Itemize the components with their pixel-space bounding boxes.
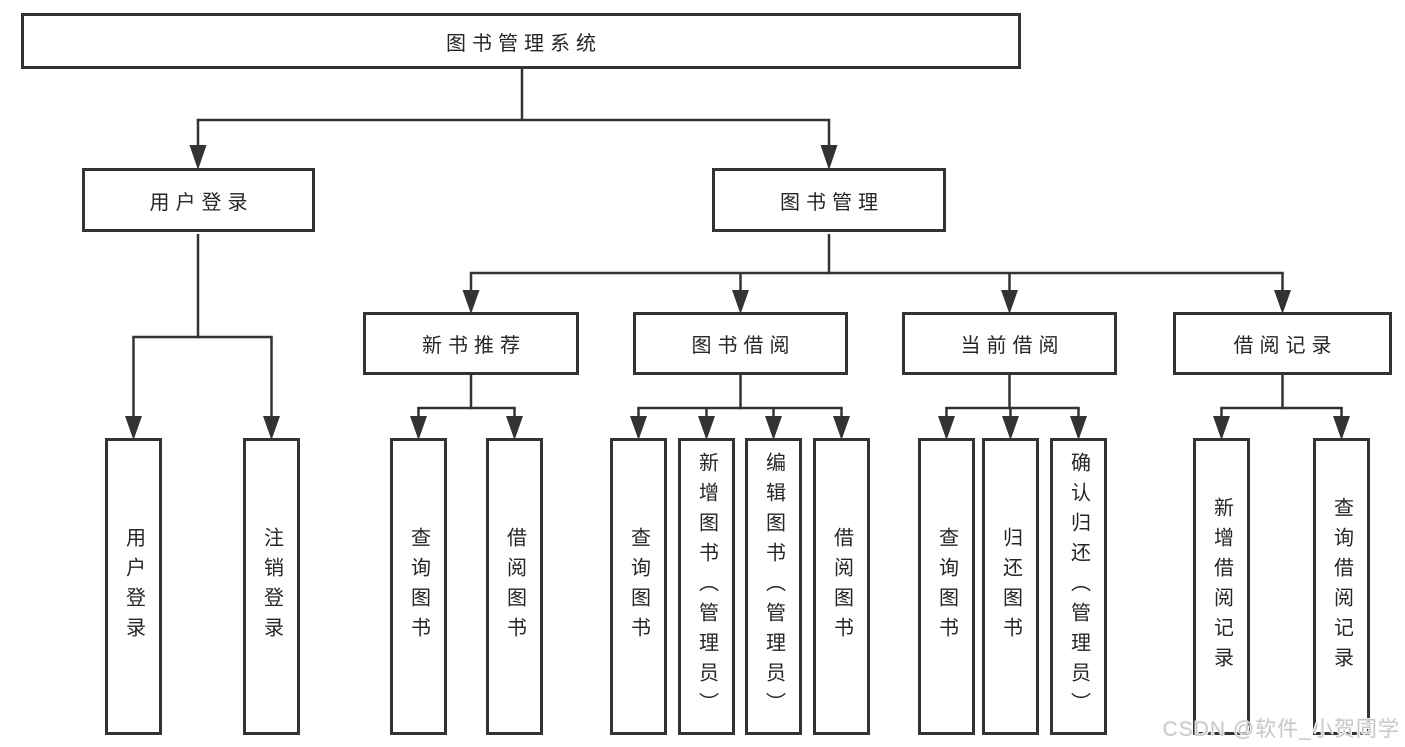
node-book-management: 图书管理 xyxy=(712,168,946,232)
node-current-borrow: 当前借阅 xyxy=(902,312,1117,375)
node-root-system: 图书管理系统 xyxy=(21,13,1021,69)
leaf-label: 新增图书（管理员） xyxy=(695,451,718,722)
leaf-label: 借阅图书 xyxy=(503,526,526,647)
leaf-return-books: 归还图书 xyxy=(982,438,1039,735)
leaf-label: 归还图书 xyxy=(999,526,1022,647)
csdn-watermark: CSDN @软件_小贺同学 xyxy=(1162,718,1400,741)
leaf-query-borrow-record: 查询借阅记录 xyxy=(1313,438,1370,735)
node-label: 图书管理 xyxy=(780,191,884,214)
node-user-login: 用户登录 xyxy=(82,168,315,232)
leaf-borrow-books: 借阅图书 xyxy=(813,438,870,735)
leaf-label: 查询图书 xyxy=(935,526,958,647)
node-book-borrow: 图书借阅 xyxy=(633,312,848,375)
node-borrow-record: 借阅记录 xyxy=(1173,312,1392,375)
leaf-label: 编辑图书（管理员） xyxy=(762,451,785,722)
leaf-add-borrow-record: 新增借阅记录 xyxy=(1193,438,1250,735)
node-label: 用户登录 xyxy=(149,191,254,214)
leaf-query-books-current: 查询图书 xyxy=(918,438,975,735)
leaf-query-books-recommend: 查询图书 xyxy=(390,438,447,735)
leaf-label: 查询借阅记录 xyxy=(1330,496,1353,677)
leaf-user-login: 用户登录 xyxy=(105,438,162,735)
node-label: 当前借阅 xyxy=(960,335,1065,357)
leaf-label: 新增借阅记录 xyxy=(1210,496,1233,677)
node-new-book-recommend: 新书推荐 xyxy=(363,312,579,375)
node-label: 图书借阅 xyxy=(691,335,796,357)
leaf-query-books-borrow: 查询图书 xyxy=(610,438,667,735)
leaf-label: 用户登录 xyxy=(122,526,145,647)
leaf-add-books-admin: 新增图书（管理员） xyxy=(678,438,735,735)
leaf-label: 查询图书 xyxy=(627,526,650,647)
leaf-label: 注销登录 xyxy=(260,526,283,647)
leaf-label: 查询图书 xyxy=(407,526,430,647)
leaf-borrow-books-recommend: 借阅图书 xyxy=(486,438,543,735)
arrowheads xyxy=(125,145,1350,440)
leaf-label: 借阅图书 xyxy=(830,526,853,647)
leaf-label: 确认归还（管理员） xyxy=(1067,451,1090,722)
node-label: 借阅记录 xyxy=(1233,335,1338,357)
node-label: 新书推荐 xyxy=(422,335,526,357)
leaf-logout: 注销登录 xyxy=(243,438,300,735)
node-label: 图书管理系统 xyxy=(446,32,602,55)
leaf-confirm-return-admin: 确认归还（管理员） xyxy=(1050,438,1107,735)
leaf-edit-books-admin: 编辑图书（管理员） xyxy=(745,438,802,735)
